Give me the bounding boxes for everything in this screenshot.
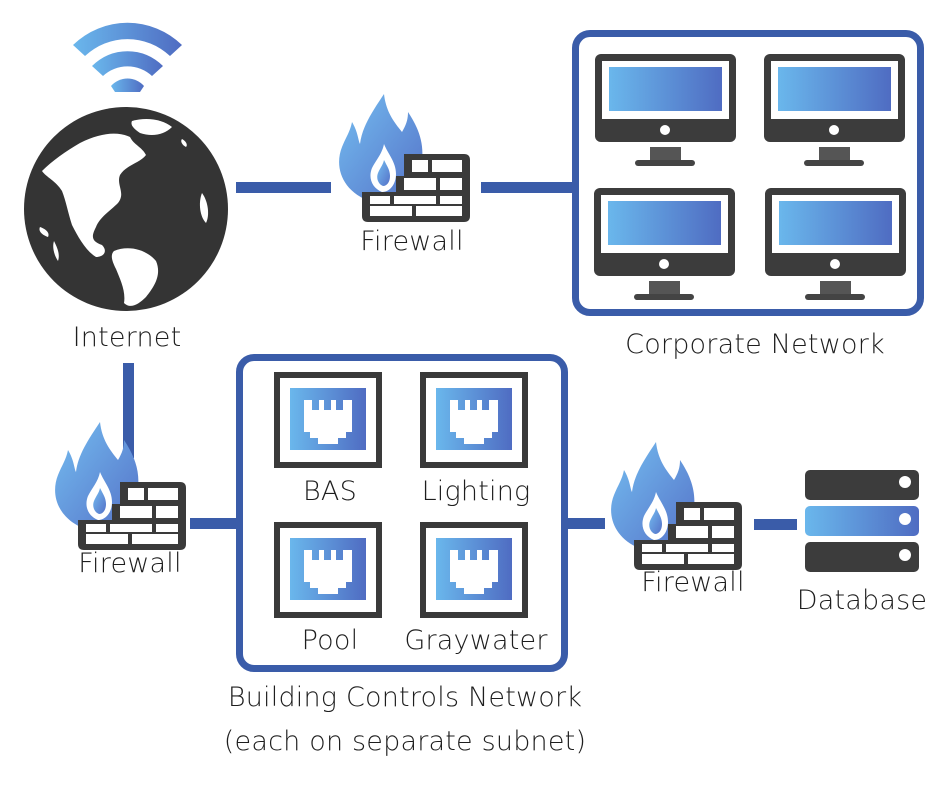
monitor-icon: [762, 52, 907, 172]
database-label: Database: [796, 585, 928, 616]
ethernet-port-icon: [272, 370, 384, 470]
connector-internet-firewall-left: [123, 363, 134, 458]
firewall-top-label: Firewall: [360, 226, 464, 257]
connector-building-firewall-right: [563, 518, 605, 529]
subnet-label-lighting: Lighting: [421, 476, 531, 507]
building-controls-sublabel: (each on separate subnet): [223, 726, 587, 757]
firewall-icon: [332, 92, 472, 222]
connector-firewall-top-corporate: [481, 182, 577, 193]
ethernet-port-icon: [272, 520, 384, 620]
firewall-right-label: Firewall: [641, 567, 745, 598]
monitor-icon: [763, 186, 908, 306]
firewall-icon: [604, 440, 744, 570]
internet-label: Internet: [72, 322, 182, 353]
ethernet-port-icon: [418, 370, 530, 470]
corporate-network-label: Corporate Network: [625, 329, 885, 360]
monitor-icon: [593, 52, 738, 172]
firewall-icon: [48, 420, 188, 550]
monitor-icon: [592, 186, 737, 306]
wifi-icon: [73, 22, 182, 92]
connector-internet-firewall-top: [236, 182, 331, 193]
firewall-left-label: Firewall: [78, 548, 182, 579]
ethernet-port-icon: [418, 520, 530, 620]
server-stack-icon: [805, 470, 919, 572]
connector-firewall-right-database: [754, 519, 797, 530]
connector-firewall-left-building: [190, 518, 240, 529]
building-controls-label: Building Controls Network: [227, 682, 583, 713]
subnet-label-graywater: Graywater: [404, 625, 548, 656]
subnet-label-bas: BAS: [303, 476, 357, 507]
subnet-label-pool: Pool: [301, 625, 359, 656]
globe-icon: [24, 107, 228, 311]
